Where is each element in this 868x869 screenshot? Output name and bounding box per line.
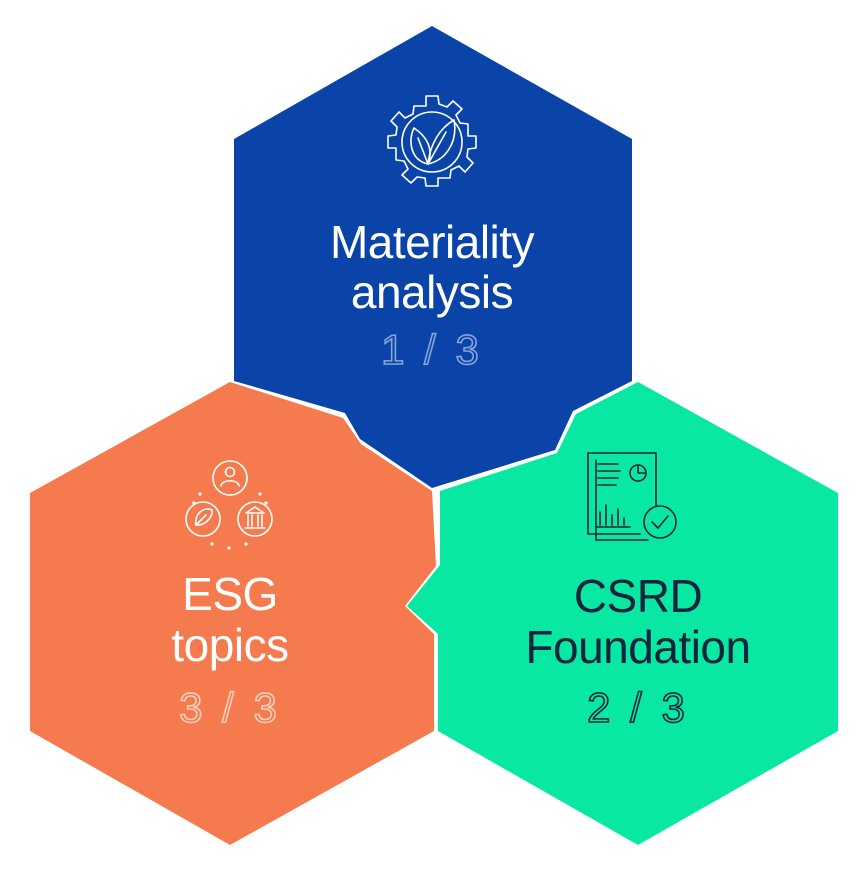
segment-csrd: CSRD Foundation 2 / 3 (407, 382, 838, 845)
materiality-title-line1: Materiality (330, 216, 535, 268)
csrd-title-line2: Foundation (525, 621, 750, 673)
esg-circles-icon (185, 460, 273, 550)
csrd-step: 2 / 3 (587, 684, 689, 731)
hexagon-csrd (407, 382, 838, 845)
report-check-icon (587, 452, 677, 541)
esg-step: 3 / 3 (179, 684, 281, 731)
materiality-title-line2: analysis (351, 266, 513, 318)
esg-title-line2: topics (171, 619, 288, 671)
gear-leaf-icon (387, 95, 477, 187)
hexagon-esg (30, 382, 436, 845)
segment-materiality: Materiality analysis 1 / 3 (234, 26, 632, 488)
esg-title-line1: ESG (182, 568, 278, 620)
hexagon-materiality (234, 26, 632, 488)
materiality-step: 1 / 3 (381, 326, 483, 373)
segment-esg: ESG topics 3 / 3 (30, 382, 436, 845)
csrd-title-line1: CSRD (574, 570, 702, 622)
